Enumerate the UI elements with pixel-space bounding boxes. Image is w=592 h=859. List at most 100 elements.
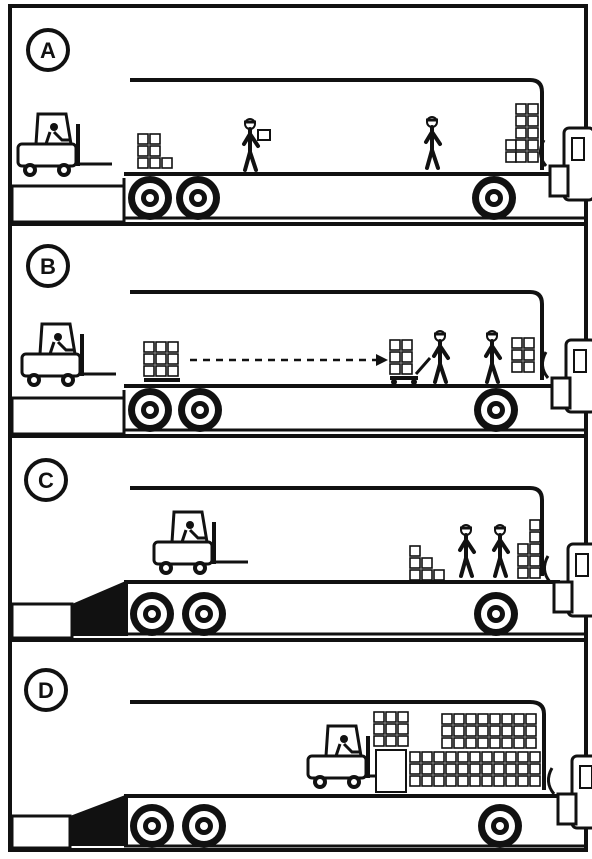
crate-stack-icon <box>138 134 172 168</box>
trailer-wheel-icon <box>182 592 226 636</box>
cargo-crate <box>502 726 512 736</box>
movement-arrow <box>190 354 388 366</box>
cargo-crate <box>506 764 516 774</box>
cargo-crate <box>530 776 540 786</box>
cargo-crate <box>482 764 492 774</box>
loading-dock <box>12 604 72 638</box>
tractor-cab-icon <box>548 756 592 828</box>
cargo-crate <box>470 764 480 774</box>
cargo-crate <box>518 764 528 774</box>
worker-pushing-icon <box>434 331 448 382</box>
cargo-crate <box>458 776 468 786</box>
cargo-crate <box>410 752 420 762</box>
cargo-crate <box>466 738 476 748</box>
worker-carrying-icon <box>244 119 258 170</box>
carried-box-icon <box>258 130 270 140</box>
cargo-crate <box>494 776 504 786</box>
cargo-crate <box>482 752 492 762</box>
forklift-icon <box>18 114 112 177</box>
cargo-crate <box>526 726 536 736</box>
crate-stack-icon <box>410 546 444 580</box>
cargo-crate <box>458 752 468 762</box>
trailer-wheel-icon <box>130 804 174 848</box>
cargo-crate <box>494 752 504 762</box>
cargo-crate <box>442 714 452 724</box>
cargo-crate <box>494 764 504 774</box>
cargo-crate <box>518 752 528 762</box>
cargo-crate <box>434 776 444 786</box>
pallet-load-icon <box>374 712 408 746</box>
trailer-wheel-icon <box>130 592 174 636</box>
panel-d: D <box>12 670 592 848</box>
trailer-wheel-icon <box>128 176 172 220</box>
crate-stack-icon <box>506 104 538 162</box>
cargo-crate <box>422 752 432 762</box>
cargo-crate <box>490 714 500 724</box>
trailer-wheel-icon <box>128 388 172 432</box>
panel-label-text: C <box>38 468 54 493</box>
cargo-crate <box>466 714 476 724</box>
cargo-crate <box>458 764 468 774</box>
loading-dock <box>12 398 124 434</box>
crate-stack-icon <box>512 338 534 372</box>
cargo-crate <box>454 726 464 736</box>
cargo-crate <box>502 714 512 724</box>
tractor-wheel-icon <box>474 388 518 432</box>
cargo-crate <box>530 764 540 774</box>
cargo-crate <box>442 738 452 748</box>
tractor-wheel-icon <box>478 804 522 848</box>
cargo-crate <box>506 752 516 762</box>
cargo-crate <box>530 752 540 762</box>
cargo-crate <box>514 738 524 748</box>
tractor-cab-icon <box>542 340 592 412</box>
forklift-icon <box>22 324 116 387</box>
cargo-crate <box>454 714 464 724</box>
cargo-crate <box>410 776 420 786</box>
tractor-wheel-icon <box>472 176 516 220</box>
pallet-block-icon <box>376 750 406 792</box>
pallet-load-icon <box>144 342 180 382</box>
cargo-crate <box>514 714 524 724</box>
forklift-icon <box>154 512 248 575</box>
worker-icon <box>486 331 500 382</box>
cargo-crate <box>470 776 480 786</box>
cargo-crate <box>526 714 536 724</box>
cargo-crate <box>518 776 528 786</box>
cargo-crate <box>422 776 432 786</box>
worker-icon <box>426 117 440 168</box>
cargo-crate <box>482 776 492 786</box>
loading-dock <box>12 186 124 222</box>
cargo-crate <box>434 764 444 774</box>
panel-label-text: A <box>40 38 56 63</box>
crate-stack-icon <box>518 520 540 578</box>
trailer-wheel-icon <box>178 388 222 432</box>
trailer-wheel-icon <box>176 176 220 220</box>
cargo-crate <box>466 726 476 736</box>
panel-label-text: D <box>38 678 54 703</box>
cargo-crate <box>470 752 480 762</box>
cargo-crate <box>422 764 432 774</box>
tractor-cab-icon <box>540 128 592 200</box>
tractor-wheel-icon <box>474 592 518 636</box>
cargo-crate <box>506 776 516 786</box>
cargo-crate <box>490 726 500 736</box>
worker-carrying-icon <box>494 525 508 576</box>
loaded-cargo-icon <box>410 714 540 786</box>
cargo-crate <box>514 726 524 736</box>
panel-a: A <box>10 30 592 224</box>
panel-label-text: B <box>40 254 56 279</box>
cargo-crate <box>490 738 500 748</box>
panel-b: B <box>10 246 592 436</box>
cargo-crate <box>434 752 444 762</box>
cargo-crate <box>502 738 512 748</box>
cargo-crate <box>478 738 488 748</box>
cargo-crate <box>410 764 420 774</box>
trailer-wheel-icon <box>182 804 226 848</box>
pallet-jack-icon <box>390 340 430 385</box>
cargo-crate <box>478 726 488 736</box>
worker-carrying-icon <box>460 525 474 576</box>
cargo-crate <box>454 738 464 748</box>
panel-c: C <box>10 460 592 640</box>
